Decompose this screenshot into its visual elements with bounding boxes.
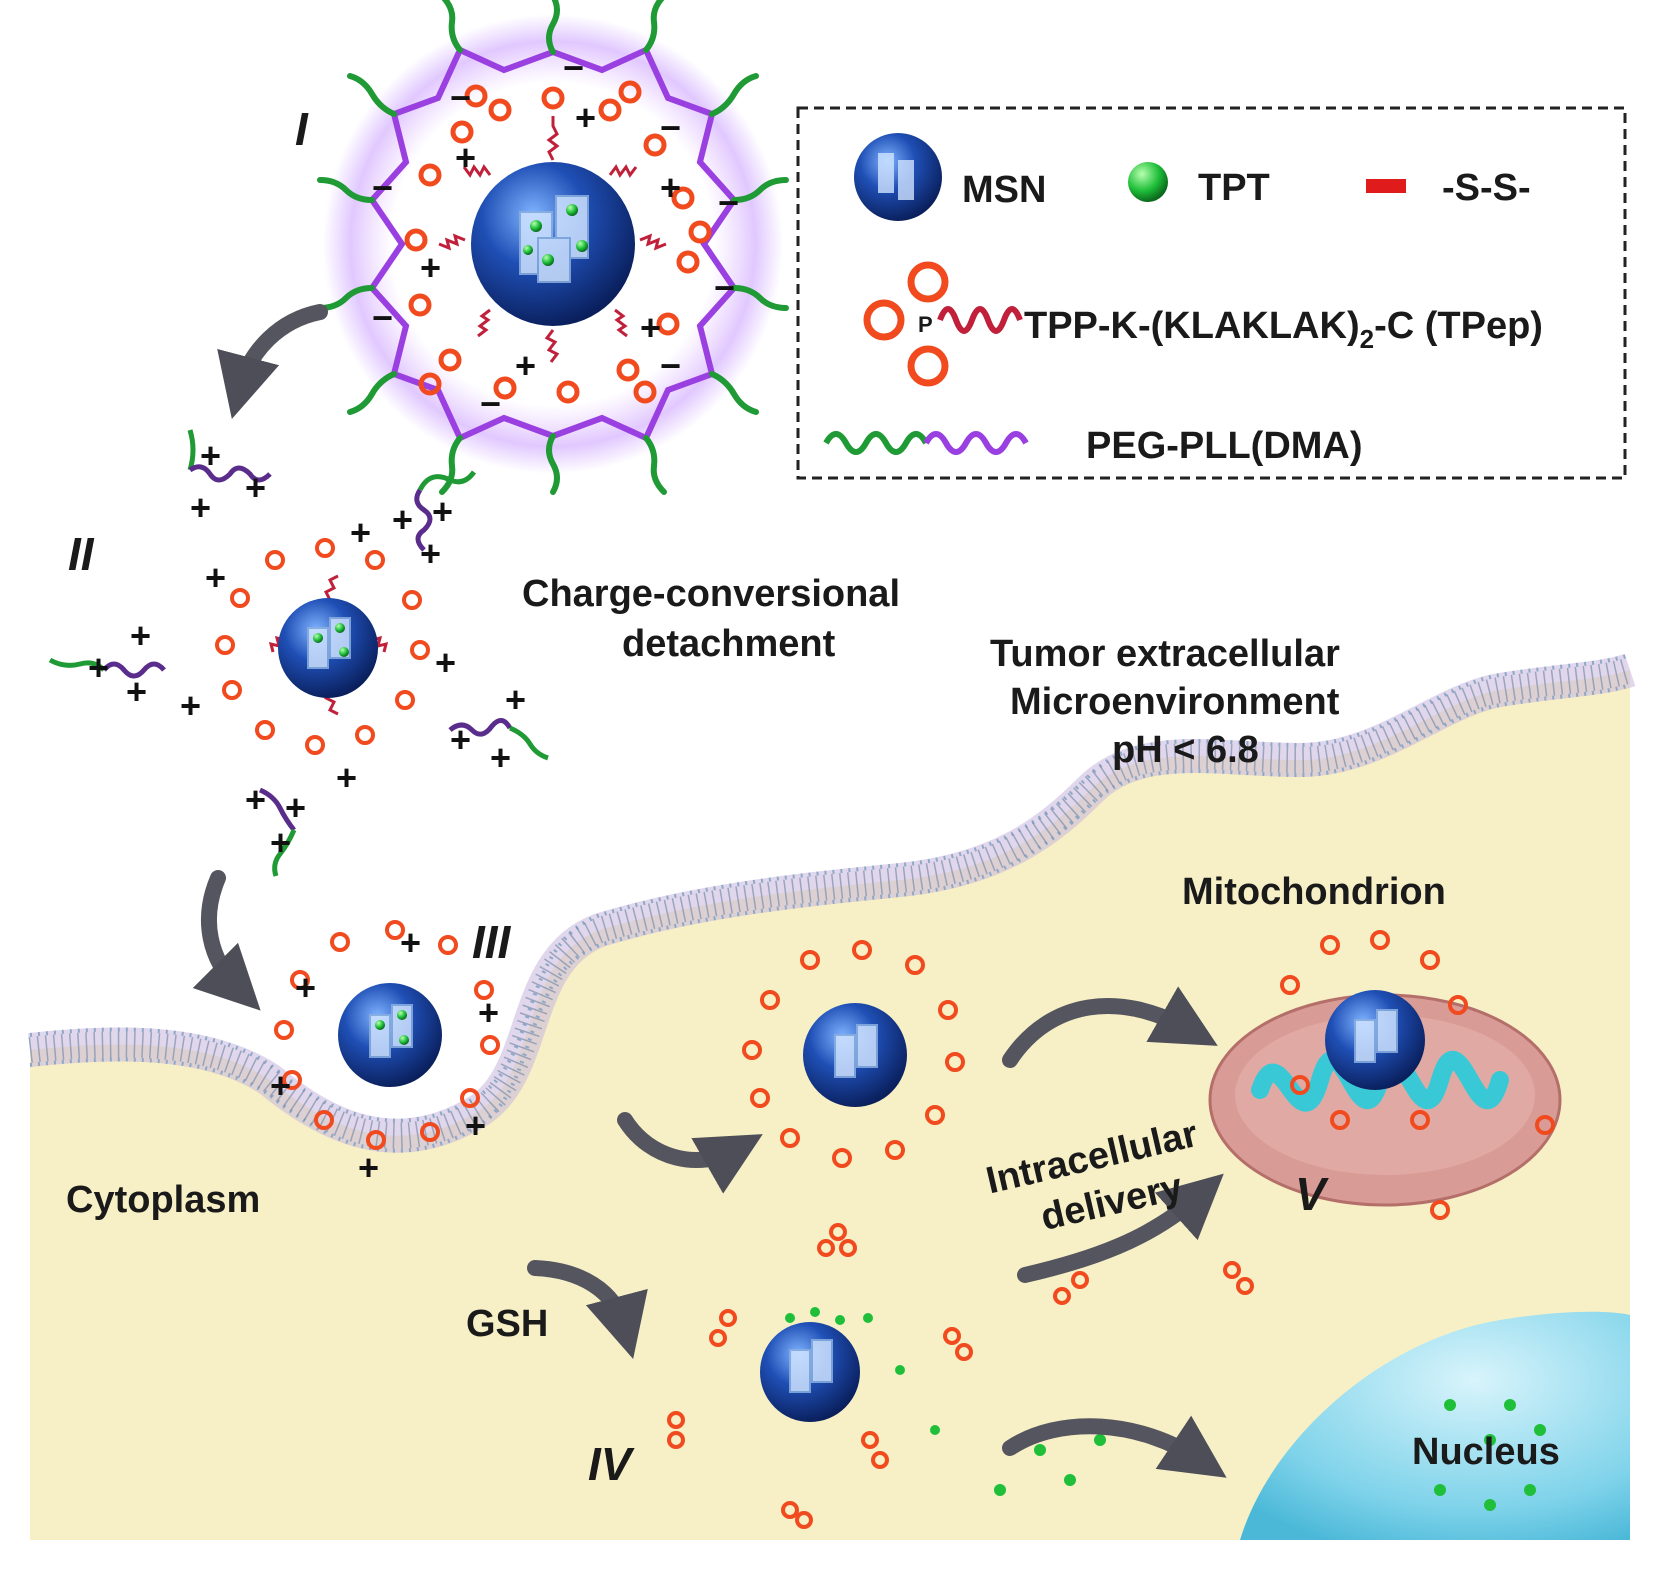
legend-phosphorus-label: P xyxy=(918,312,933,337)
svg-text:+: + xyxy=(575,97,596,138)
legend-tpep-label: TPP-K-(KLAKLAK)2-C (TPep) xyxy=(1024,305,1543,354)
arrow-ii-to-iii xyxy=(192,870,261,1011)
stage-i-label: I xyxy=(295,103,309,155)
nucleus-tpt-particles xyxy=(994,1399,1546,1511)
tumor-label-line2: Microenvironment xyxy=(1010,681,1340,723)
mitochondrion xyxy=(1208,993,1562,1207)
svg-text:−: − xyxy=(372,297,393,338)
cytoplasm-label: Cytoplasm xyxy=(66,1179,260,1221)
svg-text:+: + xyxy=(420,533,441,574)
svg-text:+: + xyxy=(245,467,266,508)
arrow-to-mito-lower xyxy=(1017,1173,1224,1283)
cytoplasm-region xyxy=(30,670,1630,1540)
svg-text:+: + xyxy=(455,137,476,178)
svg-text:+: + xyxy=(190,487,211,528)
tumor-label-line1: Tumor extracellular xyxy=(990,633,1340,675)
svg-text:+: + xyxy=(270,1065,291,1106)
svg-text:−: − xyxy=(563,47,584,88)
legend-tpt-label: TPT xyxy=(1198,167,1270,209)
legend-tpp-icon: P xyxy=(863,261,1023,387)
legend-disulfide-label: -S-S- xyxy=(1442,167,1531,209)
svg-text:+: + xyxy=(285,787,306,828)
arrow-iii-to-internal xyxy=(617,1112,763,1194)
svg-text:+: + xyxy=(660,167,681,208)
nucleus-region xyxy=(1240,1311,1630,1540)
svg-text:−: − xyxy=(714,267,735,308)
charge-conversion-label-line2: detachment xyxy=(622,623,836,665)
svg-text:−: − xyxy=(450,77,471,118)
tumor-label-line3: pH < 6.8 xyxy=(1112,729,1259,771)
nanoparticle-internalized xyxy=(742,940,965,1168)
svg-text:−: − xyxy=(660,345,681,386)
stage-ii-label: II xyxy=(68,528,95,580)
stage-iii-label: III xyxy=(472,916,512,968)
svg-text:+: + xyxy=(295,967,316,1008)
nanoparticle-stage-v xyxy=(1280,930,1555,1220)
svg-text:+: + xyxy=(126,671,147,712)
svg-text:+: + xyxy=(130,615,151,656)
mitochondrion-label: Mitochondrion xyxy=(1182,871,1446,913)
svg-text:+: + xyxy=(180,685,201,726)
process-arrows xyxy=(192,304,1227,1478)
svg-text:−: − xyxy=(660,107,681,148)
legend-disulfide-icon xyxy=(1366,179,1406,193)
detached-polymer-chains: +++ +++ +++ +++ +++ xyxy=(48,429,549,877)
legend: MSN TPT -S-S- P TPP-K-(KLAKLAK)2-C (TPep… xyxy=(796,106,1627,480)
svg-text:+: + xyxy=(515,345,536,386)
legend-msn-icon xyxy=(854,133,942,221)
svg-text:+: + xyxy=(336,757,357,798)
stage-v-label: V xyxy=(1295,1168,1329,1220)
arrow-to-nucleus xyxy=(1002,1415,1227,1478)
svg-text:+: + xyxy=(400,922,421,963)
nanoparticle-stage-iv xyxy=(667,1223,1254,1529)
svg-text:+: + xyxy=(435,642,456,683)
svg-text:−: − xyxy=(372,167,393,208)
svg-text:+: + xyxy=(392,499,413,540)
arrow-i-to-ii xyxy=(217,304,328,419)
svg-text:+: + xyxy=(450,719,471,760)
svg-text:+: + xyxy=(478,992,499,1033)
svg-text:+: + xyxy=(358,1147,379,1188)
svg-text:−: − xyxy=(480,383,501,424)
svg-text:+: + xyxy=(350,512,371,553)
nucleus-label: Nucleus xyxy=(1412,1431,1560,1473)
legend-peg-pll-icon xyxy=(823,431,1029,455)
cell-membrane xyxy=(28,653,1636,1153)
nanoparticle-stage-iii: + + + + + + xyxy=(270,920,500,1188)
svg-text:+: + xyxy=(420,247,441,288)
legend-tpt-icon xyxy=(1128,162,1168,202)
svg-text:+: + xyxy=(465,1105,486,1146)
nanoparticle-stage-ii: + + + + + xyxy=(180,512,456,798)
svg-text:+: + xyxy=(490,737,511,778)
charge-conversion-label-line1: Charge-conversional xyxy=(522,573,900,615)
legend-msn-label: MSN xyxy=(962,169,1046,211)
legend-peg-label: PEG-PLL(DMA) xyxy=(1086,425,1363,467)
svg-text:+: + xyxy=(505,679,526,720)
svg-text:+: + xyxy=(205,557,226,598)
svg-text:+: + xyxy=(245,779,266,820)
svg-text:+: + xyxy=(432,491,453,532)
svg-text:+: + xyxy=(200,435,221,476)
svg-text:+: + xyxy=(88,647,109,688)
arrow-to-mito-upper xyxy=(1002,986,1218,1068)
svg-text:+: + xyxy=(640,307,661,348)
svg-text:−: − xyxy=(718,182,739,223)
nanoparticle-stage-i: − − − − − − − − − + + + + + + xyxy=(317,0,789,495)
stage-iv-label: IV xyxy=(588,1438,635,1490)
gsh-label: GSH xyxy=(466,1303,548,1345)
svg-text:+: + xyxy=(270,822,291,863)
arrow-gsh xyxy=(527,1260,648,1359)
